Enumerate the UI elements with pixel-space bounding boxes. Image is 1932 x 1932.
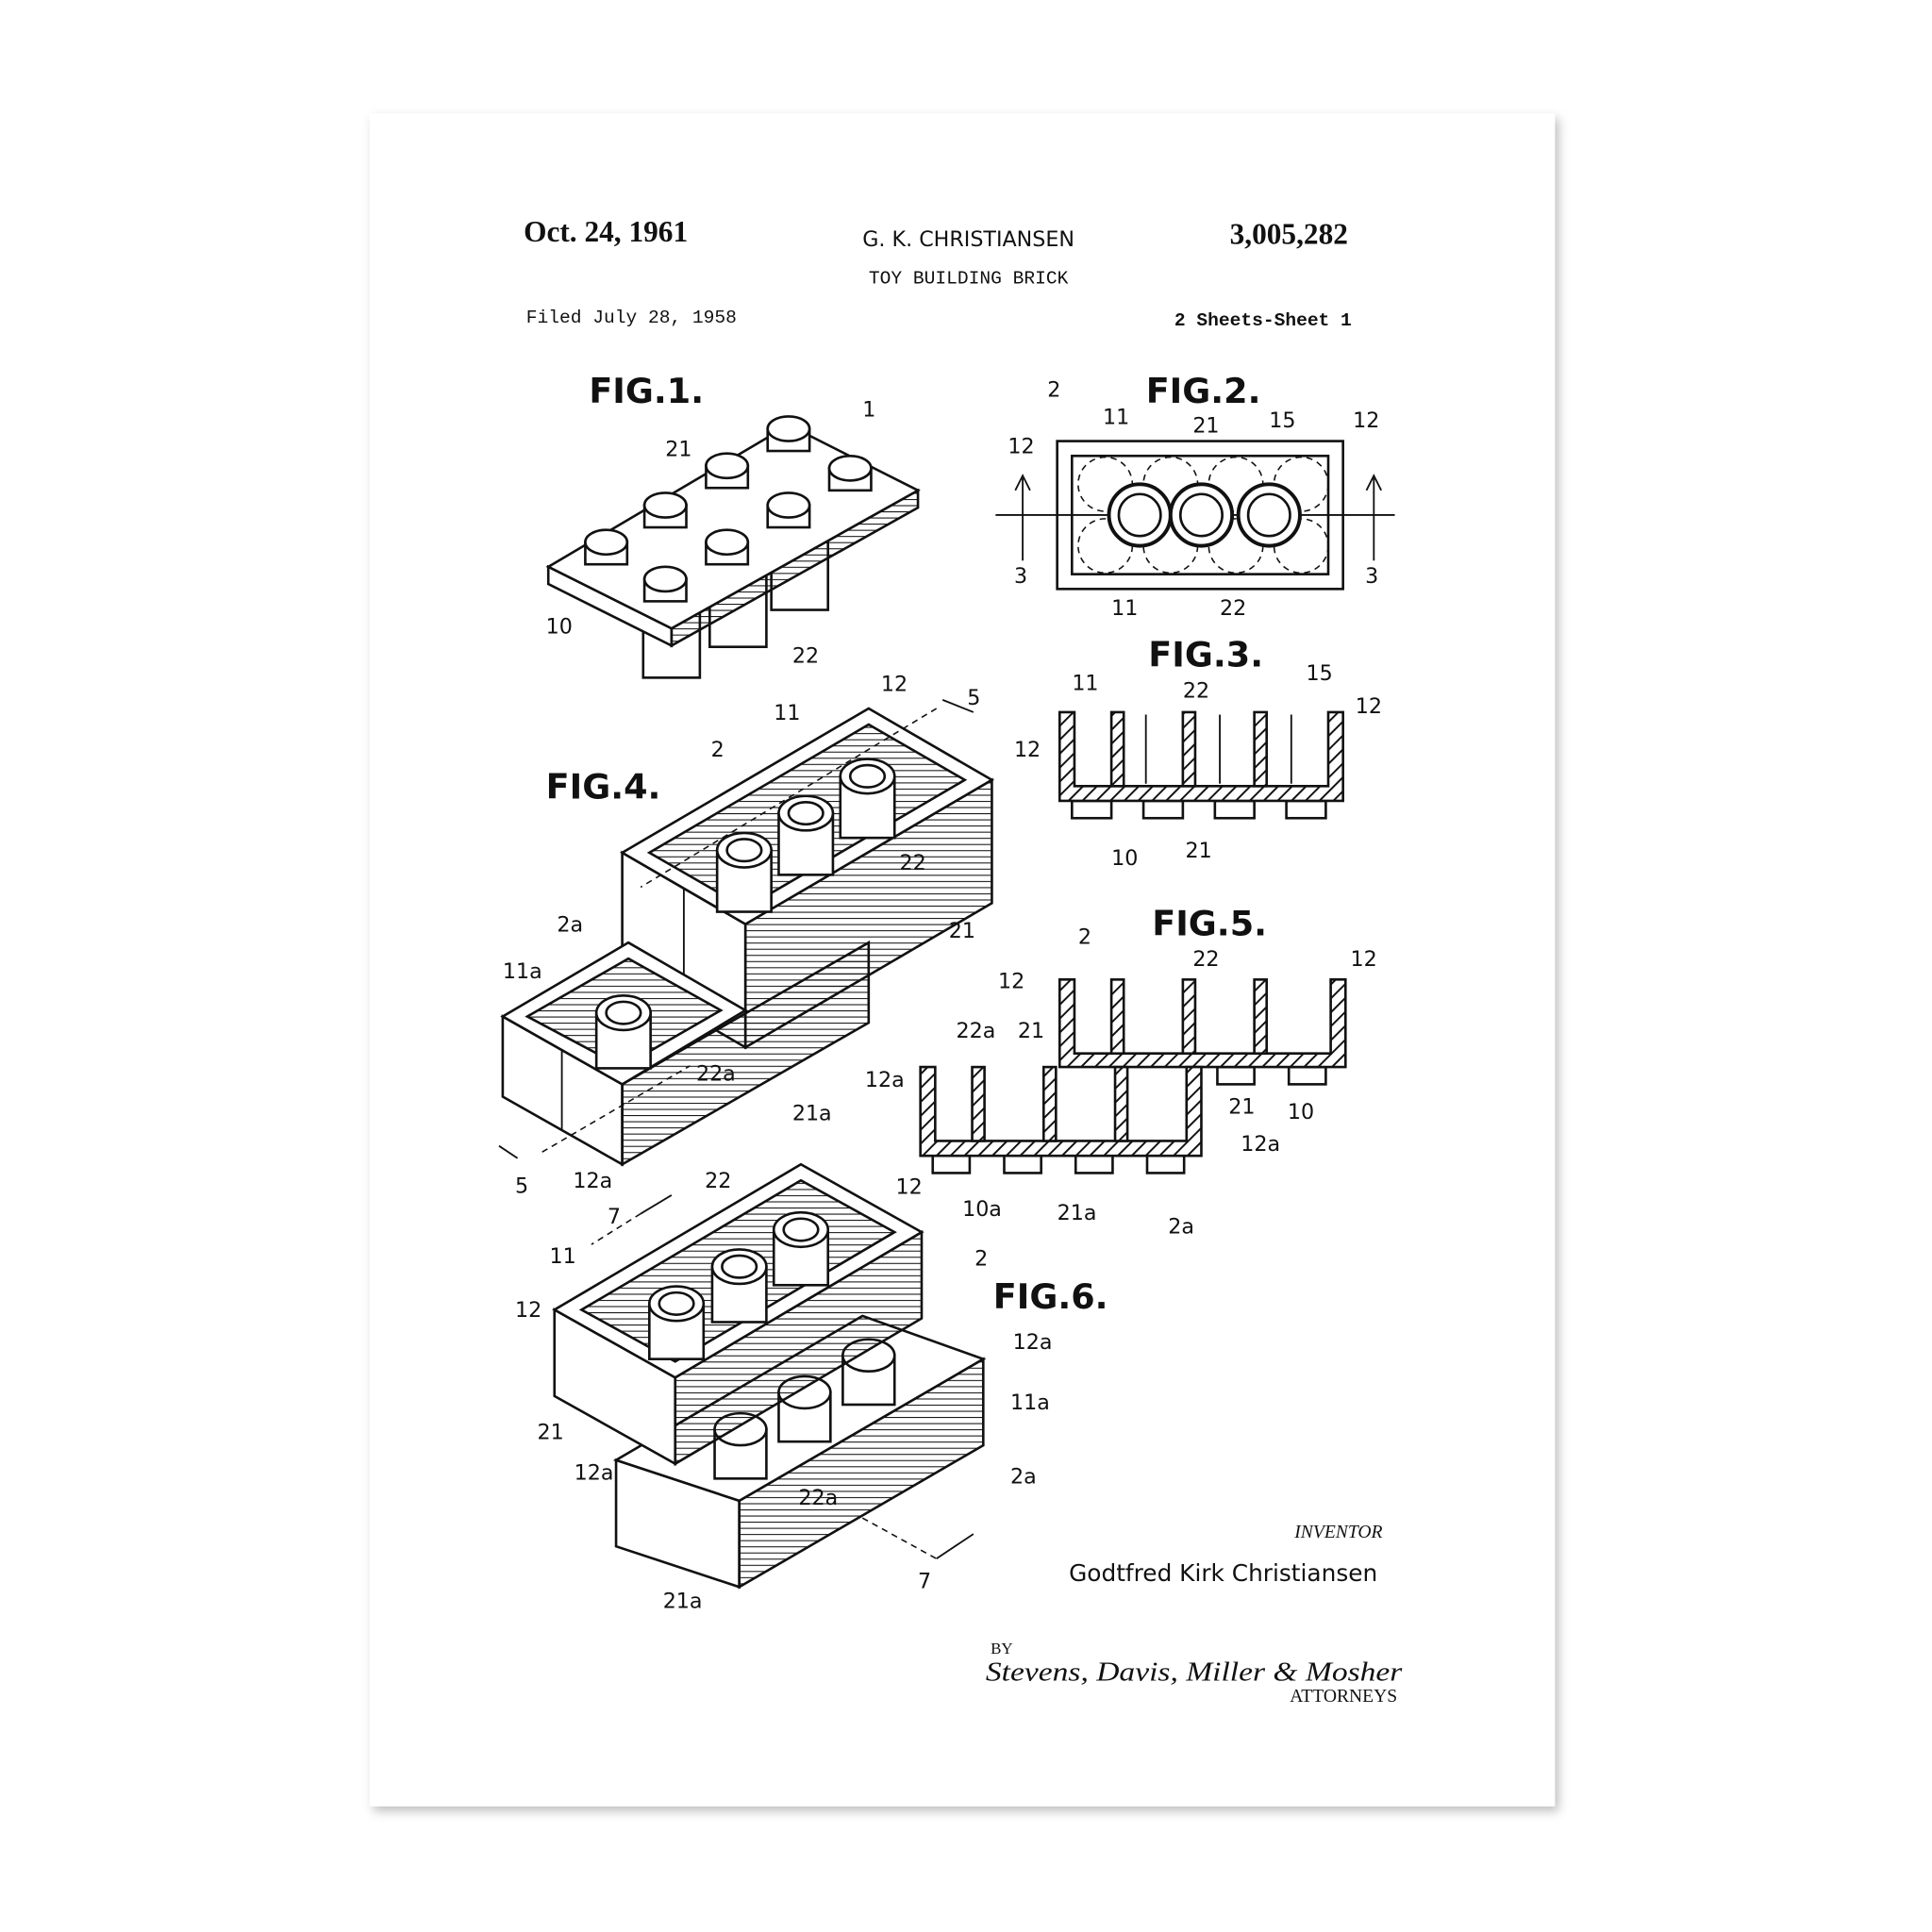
ref-label: 11 (1103, 405, 1129, 429)
ref-label: 3 (1014, 564, 1027, 589)
ref-label: 11 (550, 1244, 576, 1269)
figure-3-title: FIG.3. (1148, 635, 1263, 675)
ref-label: 12 (1351, 947, 1377, 972)
by-caption: BY (991, 1640, 1013, 1657)
ref-label: 12 (1008, 435, 1034, 459)
ref-label: 5 (515, 1174, 528, 1198)
ref-label: 12a (573, 1169, 612, 1193)
ref-label: 22 (792, 644, 819, 669)
ref-label: 15 (1306, 661, 1332, 686)
ref-label: 10 (1288, 1100, 1314, 1124)
ref-label: 12a (1013, 1330, 1053, 1355)
sheet-count: 2 Sheets-Sheet 1 (1174, 310, 1352, 331)
figure-1-title: FIG.1. (589, 371, 704, 411)
ref-label: 2 (1078, 924, 1091, 949)
ref-label: 2 (1047, 378, 1060, 403)
ref-label: 21 (1228, 1095, 1255, 1120)
ref-label: 21 (537, 1421, 563, 1445)
attorneys-caption: ATTORNEYS (1290, 1687, 1397, 1707)
figure-4: FIG.4. 12 5 11 2 22 21 2a 11a 22a 21a 5 … (498, 673, 995, 1198)
ref-label: 11a (503, 959, 542, 984)
ref-label: 2a (1010, 1465, 1037, 1490)
figure-1: FIG.1. 1 21 10 22 (545, 371, 921, 679)
ref-label: 21 (665, 437, 691, 461)
ref-label: 22 (1183, 678, 1209, 703)
ref-label: 21 (1185, 839, 1211, 863)
ref-label: 11 (1111, 596, 1138, 621)
ref-label: 21a (792, 1101, 832, 1125)
ref-label: 2 (711, 738, 724, 762)
ref-label: 10 (546, 614, 573, 639)
ref-label: 21 (1192, 413, 1219, 438)
ref-label: 12 (1353, 408, 1379, 433)
ref-label: 22a (798, 1486, 838, 1510)
ref-label: 7 (608, 1205, 621, 1229)
ref-label: 2a (1168, 1214, 1194, 1239)
ref-label: 22 (1220, 596, 1246, 621)
patent-number: 3,005,282 (1230, 218, 1348, 251)
ref-label: 22a (957, 1019, 996, 1043)
figure-5: FIG.5. 2 22 12 12 22a 21 12a 21 10 12a 1… (865, 903, 1377, 1239)
ref-label: 22 (1192, 947, 1219, 972)
figure-2: FIG.2. 2 11 21 15 12 12 3 3 11 22 (995, 371, 1395, 621)
ref-label: 21 (949, 919, 975, 943)
filed-date: Filed July 28, 1958 (526, 308, 737, 328)
ref-label: 1 (862, 397, 875, 422)
ref-label: 5 (967, 686, 980, 710)
ref-label: 12 (896, 1175, 923, 1200)
ref-label: 15 (1269, 408, 1295, 433)
figure-6-title: FIG.6. (993, 1276, 1108, 1317)
ref-label: 12 (1356, 694, 1382, 719)
figure-3: FIG.3. 11 22 15 12 12 10 21 (1014, 635, 1382, 871)
ref-label: 22 (899, 851, 925, 875)
ref-label: 2 (974, 1246, 988, 1271)
ref-label: 21a (663, 1589, 703, 1613)
figure-6: FIG.6. 22 7 12 11 2 12 12a 11a 21 12a 2a… (515, 1162, 1108, 1613)
ref-label: 7 (918, 1570, 931, 1594)
ref-label: 11a (1010, 1391, 1050, 1415)
figure-5-title: FIG.5. (1152, 903, 1267, 943)
ref-label: 3 (1365, 564, 1378, 589)
ref-label: 10a (962, 1197, 1002, 1222)
patent-date: Oct. 24, 1961 (524, 215, 688, 248)
figure-2-title: FIG.2. (1146, 371, 1261, 411)
ref-label: 22a (696, 1061, 736, 1086)
ref-label: 21 (1018, 1019, 1044, 1043)
attorney-signature: Stevens, Davis, Miller & Mosher (986, 1657, 1403, 1688)
ref-label: 10 (1111, 846, 1138, 871)
ref-label: 12a (1241, 1132, 1280, 1157)
figure-4-title: FIG.4. (546, 766, 661, 807)
inventor-short: G. K. CHRISTIANSEN (862, 227, 1074, 252)
inventor-name: Godtfred Kirk Christiansen (1069, 1559, 1377, 1587)
ref-label: 12a (865, 1068, 905, 1092)
ref-label: 22 (705, 1169, 731, 1193)
paper-sheet (369, 113, 1556, 1807)
ref-label: 12 (1014, 738, 1041, 762)
ref-label: 21a (1058, 1201, 1097, 1225)
ref-label: 2a (557, 912, 583, 937)
patent-title: TOY BUILDING BRICK (869, 268, 1069, 289)
ref-label: 12 (998, 970, 1024, 994)
ref-label: 12 (515, 1298, 541, 1323)
ref-label: 12 (881, 673, 908, 697)
ref-label: 11 (774, 701, 800, 725)
ref-label: 12a (575, 1461, 614, 1486)
inventor-caption: INVENTOR (1293, 1523, 1382, 1542)
ref-label: 11 (1072, 671, 1098, 695)
